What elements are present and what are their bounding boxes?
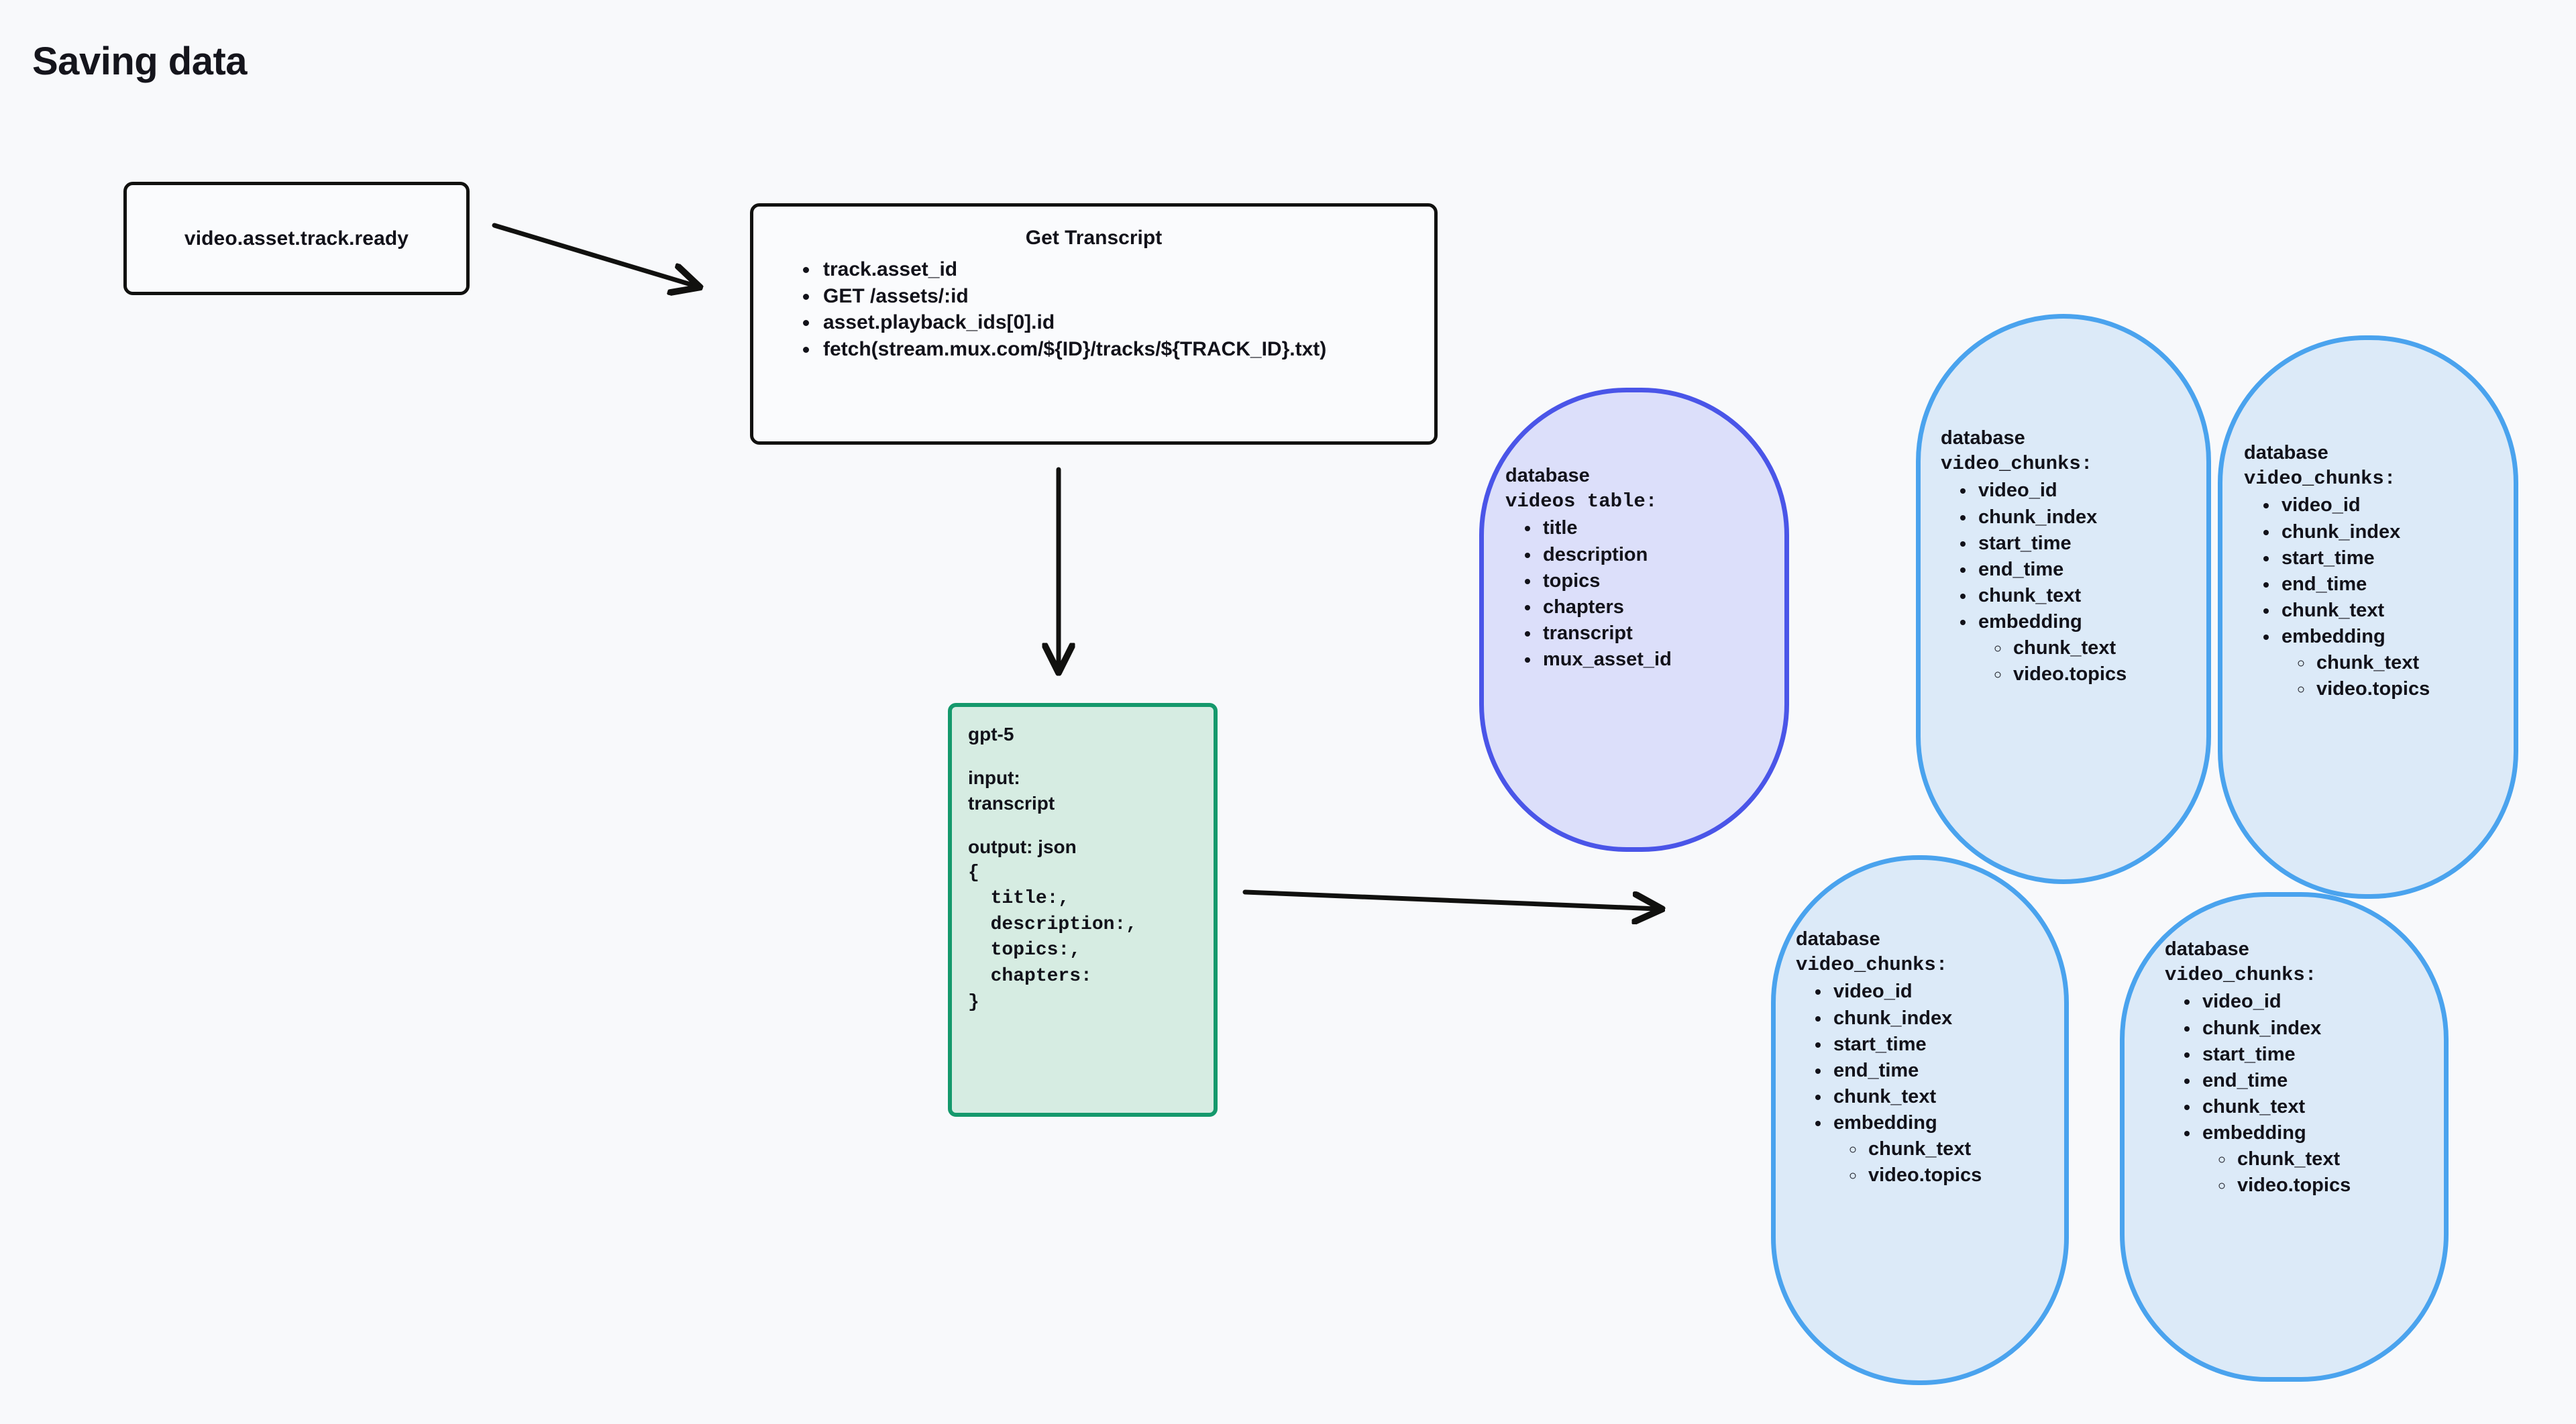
list-item: chunk_text [1831, 1084, 2056, 1110]
page-title: Saving data [32, 40, 248, 83]
list-item: embedding chunk_text video.topics [2279, 624, 2506, 702]
list-item: start_time [1831, 1032, 2056, 1058]
list-item: embedding chunk_text video.topics [2200, 1120, 2436, 1199]
db-table-label: video_chunks: [2244, 467, 2396, 490]
spacer [968, 817, 1197, 834]
db-embedding-source-list: chunk_text video.topics [2282, 650, 2506, 702]
node-gpt5-code-line: title:, [968, 888, 1070, 910]
db-kind-label: database [1505, 465, 1590, 486]
connector-event-to-transcript [492, 223, 695, 286]
node-get-transcript-list: track.asset_id GET /assets/:id asset.pla… [776, 256, 1411, 362]
node-event-label: video.asset.track.ready [184, 227, 409, 250]
list-item: video.topics [2010, 661, 2198, 688]
list-item: embedding chunk_text video.topics [1976, 609, 2198, 688]
list-item: transcript [1540, 620, 1775, 647]
db-table-label: videos table: [1505, 490, 1658, 512]
db-embedding-source-list: chunk_text video.topics [2202, 1146, 2436, 1199]
list-item: track.asset_id [819, 256, 1411, 283]
list-item: chunk_text [1866, 1136, 2056, 1162]
list-item: start_time [2200, 1042, 2436, 1068]
list-item: fetch(stream.mux.com/${ID}/tracks/${TRAC… [819, 336, 1411, 363]
list-item: chunk_text [2314, 650, 2506, 676]
db-kind-label: database [2165, 938, 2249, 960]
node-database-video-chunks-2-body: database video_chunks: video_id chunk_in… [2244, 441, 2506, 703]
list-item: video.topics [1866, 1162, 2056, 1189]
node-gpt5-code-line: topics:, [968, 940, 1081, 961]
node-gpt5-code-line: chapters: [968, 966, 1092, 987]
list-item: chunk_text [2279, 598, 2506, 624]
node-gpt5[interactable]: gpt-5 input: transcript output: json { t… [948, 703, 1218, 1117]
node-database-video-chunks-1[interactable]: database video_chunks: video_id chunk_in… [1916, 314, 2211, 884]
list-item: chunk_text [1976, 583, 2198, 609]
node-database-video-chunks-2[interactable]: database video_chunks: video_id chunk_in… [2218, 335, 2518, 899]
list-item: chapters [1540, 594, 1775, 620]
list-item: start_time [2279, 545, 2506, 571]
db-table-label: video_chunks: [1796, 953, 1948, 976]
list-item: video.topics [2314, 676, 2506, 702]
list-item: asset.playback_ids[0].id [819, 309, 1411, 336]
db-embedding-source-list: chunk_text video.topics [1978, 635, 2198, 688]
list-item: chunk_text [2010, 635, 2198, 661]
list-item: video_id [2200, 989, 2436, 1015]
db-column-list: title description topics chapters transc… [1505, 515, 1775, 673]
node-get-transcript[interactable]: Get Transcript track.asset_id GET /asset… [750, 203, 1438, 445]
db-kind-label: database [1941, 427, 2025, 449]
node-gpt5-name: gpt-5 [968, 724, 1014, 745]
list-item: end_time [1976, 557, 2198, 583]
connector-gpt5-to-chunks [1242, 889, 1657, 909]
list-item: embedding chunk_text video.topics [1831, 1110, 2056, 1189]
node-gpt5-input-value: transcript [968, 793, 1055, 814]
list-item: title [1540, 515, 1775, 541]
list-item: chunk_index [2200, 1016, 2436, 1042]
list-item: chunk_index [1976, 504, 2198, 531]
list-item: video_id [1976, 478, 2198, 504]
db-table-label: video_chunks: [1941, 452, 2093, 475]
db-embedding-source-list: chunk_text video.topics [1833, 1136, 2056, 1189]
node-database-video-chunks-1-body: database video_chunks: video_id chunk_in… [1941, 426, 2198, 688]
node-gpt5-output-label: output: json [968, 836, 1077, 857]
node-gpt5-code-line: description:, [968, 914, 1138, 935]
db-column-list: video_id chunk_index start_time end_time… [1796, 979, 2056, 1189]
node-get-transcript-title: Get Transcript [1025, 227, 1163, 249]
list-item: video_id [2279, 492, 2506, 518]
list-item: video_id [1831, 979, 2056, 1005]
db-column-list: video_id chunk_index start_time end_time… [2165, 989, 2436, 1199]
list-item: mux_asset_id [1540, 647, 1775, 673]
node-database-video-chunks-4[interactable]: database video_chunks: video_id chunk_in… [2120, 892, 2449, 1382]
list-item: chunk_index [2279, 519, 2506, 545]
list-item: start_time [1976, 531, 2198, 557]
node-gpt5-input-label: input: [968, 767, 1020, 788]
node-database-videos[interactable]: database videos table: title description… [1479, 388, 1789, 852]
list-item: topics [1540, 568, 1775, 594]
node-database-videos-body: database videos table: title description… [1505, 463, 1775, 673]
db-column-list: video_id chunk_index start_time end_time… [1941, 478, 2198, 688]
db-column-list: video_id chunk_index start_time end_time… [2244, 492, 2506, 702]
list-item: video.topics [2235, 1172, 2436, 1199]
list-item: end_time [2279, 571, 2506, 598]
node-database-video-chunks-3[interactable]: database video_chunks: video_id chunk_in… [1771, 855, 2069, 1385]
list-item: end_time [2200, 1068, 2436, 1094]
node-gpt5-code-line: } [968, 991, 979, 1013]
node-database-video-chunks-4-body: database video_chunks: video_id chunk_in… [2165, 937, 2436, 1199]
node-gpt5-code-line: { [968, 862, 979, 883]
db-kind-label: database [1796, 928, 1880, 950]
db-kind-label: database [2244, 442, 2328, 463]
list-item: end_time [1831, 1058, 2056, 1084]
list-item: description [1540, 542, 1775, 568]
list-item: chunk_text [2235, 1146, 2436, 1172]
node-database-video-chunks-3-body: database video_chunks: video_id chunk_in… [1796, 927, 2056, 1189]
node-event-video-asset-track-ready[interactable]: video.asset.track.ready [123, 182, 470, 295]
spacer [968, 748, 1197, 765]
list-item: chunk_text [2200, 1094, 2436, 1120]
list-item: GET /assets/:id [819, 283, 1411, 310]
db-table-label: video_chunks: [2165, 963, 2317, 986]
list-item: chunk_index [1831, 1005, 2056, 1032]
